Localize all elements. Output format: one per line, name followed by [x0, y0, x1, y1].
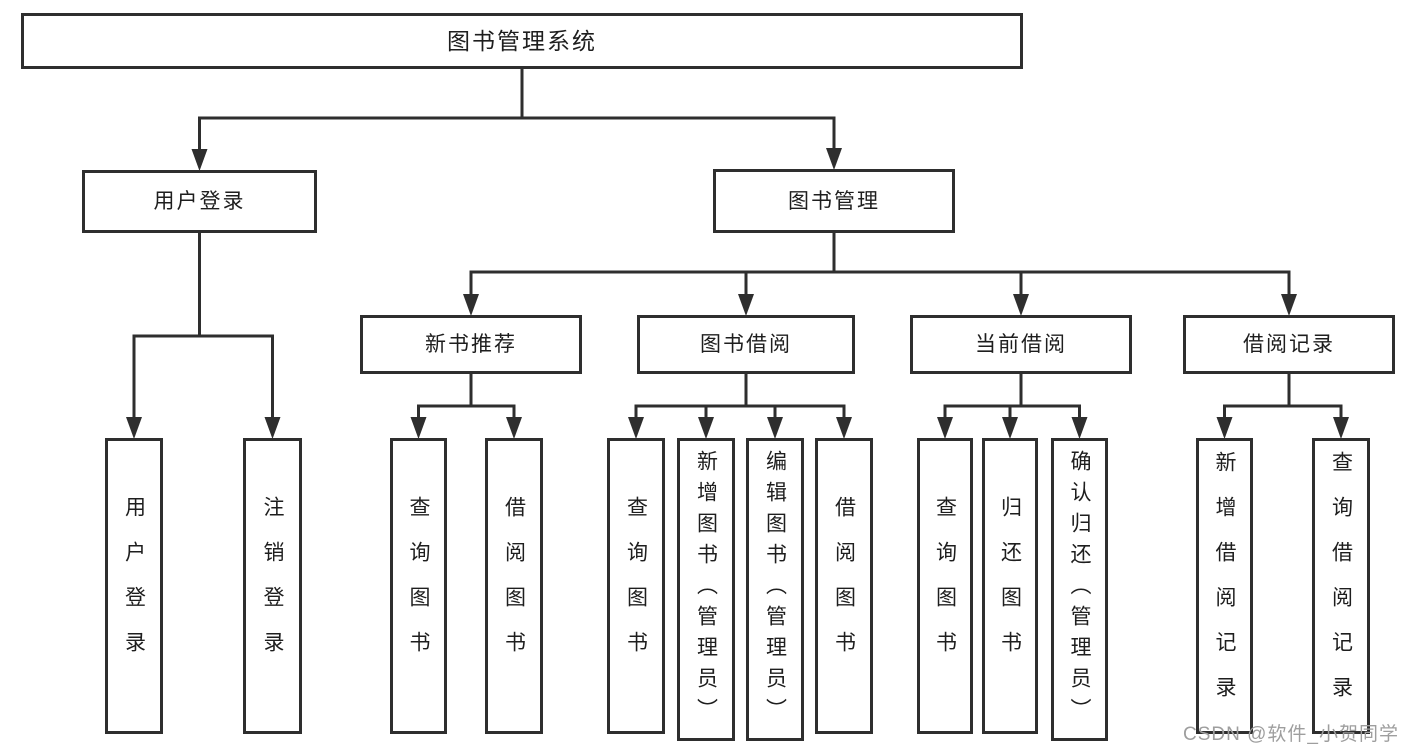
arrowhead-icon	[463, 294, 479, 316]
login-branch-box: 用户登录	[82, 170, 317, 233]
l_new1-leaf-box: 查询图书	[390, 438, 447, 734]
watermark: CSDN @软件_小贺同学	[1183, 724, 1399, 745]
l_rec1-leaf-box: 新增借阅记录	[1196, 438, 1253, 734]
arrowhead-icon	[264, 417, 281, 439]
arrowhead-icon	[1333, 417, 1349, 439]
l_login1-leaf-box: 用户登录	[105, 438, 163, 734]
mgmt-branch-box: 图书管理	[713, 169, 955, 233]
arrowhead-icon	[1002, 417, 1018, 439]
arrowhead-icon	[1013, 294, 1029, 316]
newbook-branch-box: 新书推荐	[360, 315, 582, 374]
l_cur2-leaf-box: 归还图书	[982, 438, 1038, 734]
l_login2-leaf-box: 注销登录	[243, 438, 302, 734]
l_rec2-leaf-box: 查询借阅记录	[1312, 438, 1370, 734]
l_bor3-leaf-box: 编辑图书（管理员）	[746, 438, 804, 741]
arrowhead-icon	[506, 417, 522, 439]
l_cur1-leaf-box: 查询图书	[917, 438, 973, 734]
arrowhead-icon	[1071, 417, 1088, 439]
l_bor4-leaf-box: 借阅图书	[815, 438, 873, 734]
root-root-box: 图书管理系统	[21, 13, 1023, 69]
arrowhead-icon	[191, 149, 208, 171]
arrowhead-icon	[836, 417, 852, 439]
arrowhead-icon	[1281, 294, 1297, 316]
arrowhead-icon	[1216, 417, 1233, 439]
arrowhead-icon	[937, 417, 953, 439]
arrowhead-icon	[738, 294, 754, 316]
l_new2-leaf-box: 借阅图书	[485, 438, 543, 734]
arrowhead-icon	[826, 148, 842, 170]
l_bor2-leaf-box: 新增图书（管理员）	[677, 438, 735, 741]
arrowhead-icon	[410, 417, 427, 439]
current-branch-box: 当前借阅	[910, 315, 1132, 374]
arrowhead-icon	[698, 417, 714, 439]
l_bor1-leaf-box: 查询图书	[607, 438, 665, 734]
arrowhead-icon	[628, 417, 644, 439]
records-branch-box: 借阅记录	[1183, 315, 1395, 374]
arrowhead-icon	[126, 417, 142, 439]
arrowhead-icon	[767, 417, 783, 439]
l_cur3-leaf-box: 确认归还（管理员）	[1051, 438, 1108, 741]
borrow-branch-box: 图书借阅	[637, 315, 855, 374]
